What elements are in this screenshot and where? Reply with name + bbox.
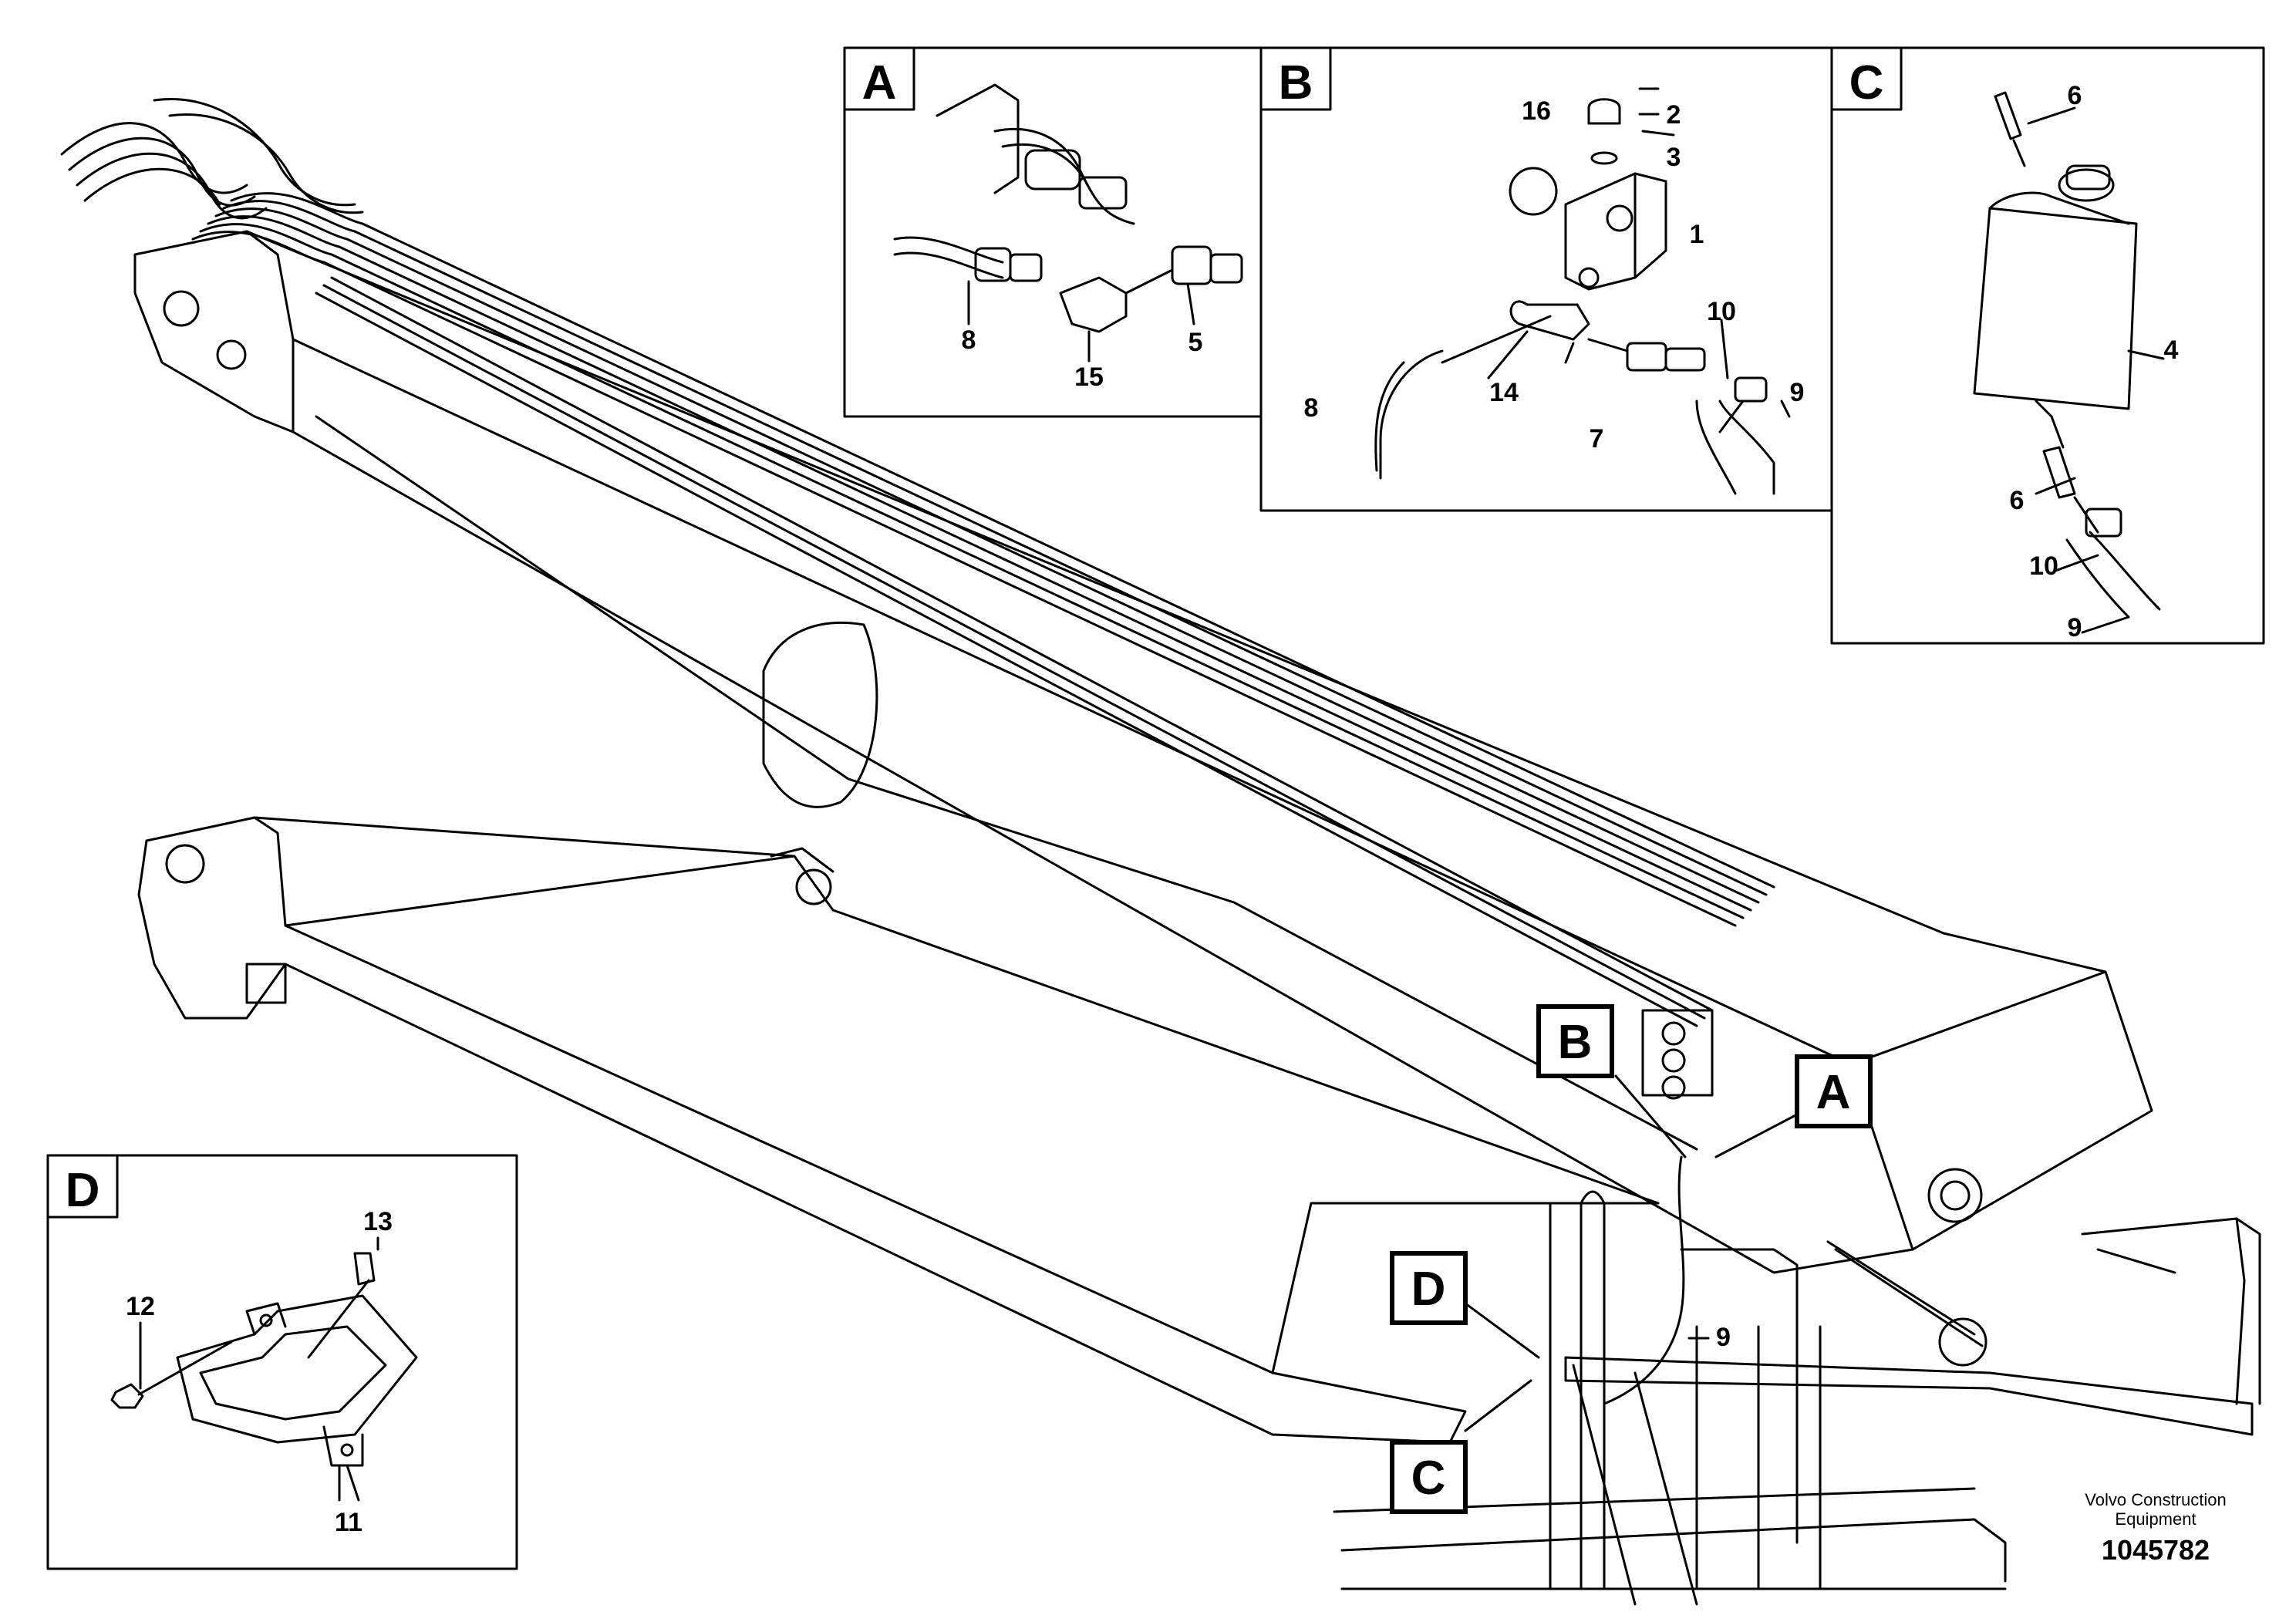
- detail-b-callout-7: 7: [1590, 424, 1604, 454]
- publisher-line-2: Equipment: [2115, 1509, 2196, 1529]
- detail-b-letter: B: [1279, 56, 1313, 110]
- publisher-line-1: Volvo Construction: [2085, 1490, 2226, 1509]
- detail-b-callout-16: 16: [1522, 96, 1551, 126]
- detail-d-drawing: [46, 1154, 518, 1570]
- long-reach-arm-drawing: [60, 98, 2261, 1606]
- detail-c-drawing: [1830, 46, 2265, 645]
- detail-a-callout-15: 15: [1074, 363, 1104, 392]
- svg-text:A: A: [1816, 1066, 1851, 1119]
- detail-c-callout-6-top: 6: [2068, 81, 2082, 110]
- detail-c-callout-4: 4: [2164, 336, 2179, 365]
- detail-d-callout-11: 11: [335, 1508, 362, 1537]
- svg-text:C: C: [1411, 1452, 1446, 1505]
- svg-text:B: B: [1558, 1016, 1593, 1069]
- main-tag-c: C: [1390, 1440, 1468, 1514]
- detail-b-callout-1: 1: [1690, 220, 1704, 249]
- drawing-number: 1045782: [2102, 1534, 2210, 1566]
- main-callout-leaders: [1464, 1074, 1799, 1432]
- detail-d-callout-12: 12: [126, 1292, 155, 1321]
- detail-b-callout-10: 10: [1707, 297, 1736, 326]
- svg-text:D: D: [1411, 1263, 1446, 1316]
- detail-b-drawing: [1259, 46, 1833, 512]
- detail-c-letter: C: [1849, 56, 1884, 110]
- detail-d-letter: D: [66, 1164, 100, 1217]
- detail-c-callout-10: 10: [2029, 551, 2058, 581]
- detail-b-callout-8: 8: [1304, 393, 1319, 423]
- detail-c-callout-6-bottom: 6: [2010, 486, 2025, 515]
- main-callout-9: 9: [1716, 1323, 1731, 1352]
- detail-d-callout-13: 13: [363, 1207, 393, 1236]
- detail-a-callout-5: 5: [1188, 328, 1203, 357]
- main-tag-a: A: [1795, 1054, 1873, 1128]
- detail-c-callout-9: 9: [2068, 613, 2082, 642]
- detail-b-callout-2: 2: [1667, 100, 1681, 130]
- main-tag-d: D: [1390, 1251, 1468, 1325]
- main-tag-b: B: [1536, 1004, 1614, 1078]
- detail-b-callout-9: 9: [1790, 378, 1805, 407]
- detail-b-callout-3: 3: [1667, 143, 1681, 172]
- detail-b-callout-14: 14: [1489, 378, 1519, 407]
- detail-a-callout-8: 8: [962, 325, 976, 355]
- detail-a-letter: A: [862, 56, 897, 110]
- detail-a-drawing: [843, 46, 1263, 418]
